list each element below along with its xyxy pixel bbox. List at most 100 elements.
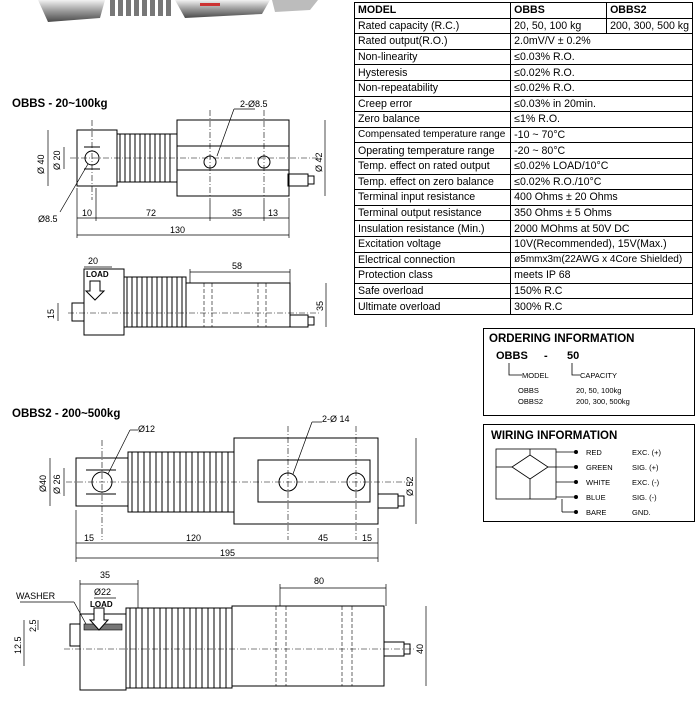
ordering-bracket-lines [508,363,580,376]
spec-label: Terminal input resistance [353,189,512,206]
spec-label: Insulation resistance (Min.) [353,220,512,237]
header-obbs: OBBS [510,2,608,19]
wire-signal: SIG. (-) [632,493,657,502]
spec-value: ≤0.02% LOAD/10°C [510,157,693,175]
spec-label: Protection class [353,267,512,284]
spec-value: 2.0mV/V ± 0.2% [510,33,693,50]
obbs2-dim-d52: Ø 52 [405,476,415,496]
obbs-hole-callout: 2-Ø8.5 [240,100,268,109]
spec-value: 150% R.C [510,282,693,300]
spec-value: ≤0.03% in 20min. [510,95,693,113]
obbs-dim-d40: Ø 40 [36,154,46,174]
spec-value: ≤0.02% R.O./10°C [510,173,693,191]
spec-value-obbs: 20, 50, 100 kg [510,17,608,35]
obbs-title: OBBS - 20~100kg [12,98,108,110]
obbs-dim-d20: Ø 20 [52,150,62,170]
table-row: Operating temperature range-20 ~ 80°C [353,142,693,159]
ordering-info-box: ORDERING INFORMATION OBBS - 50 MODEL CAP… [483,328,695,416]
wire-color: GREEN [586,463,613,472]
spec-value: ø5mmx3m(22AWG x 4Core Shielded) [510,251,693,269]
table-row: Temp. effect on rated output≤0.02% LOAD/… [353,157,693,175]
obbs-dim-13: 13 [268,208,278,218]
table-row: Rated output(R.O.)2.0mV/V ± 0.2% [353,33,693,50]
spec-label: Rated capacity (R.C.) [353,17,512,35]
spec-value: 2000 MOhms at 50V DC [510,220,693,237]
wire-signal: SIG. (+) [632,463,659,472]
ordering-model-code: OBBS [496,350,528,362]
ordering-capacity-code: 50 [567,350,580,362]
spec-label: Excitation voltage [353,235,512,253]
spec-label: Electrical connection [353,251,512,269]
table-row: Hysteresis≤0.02% R.O. [353,64,693,81]
product-photo [38,0,318,22]
obbs2-side-dim-12-5: 12.5 [13,636,23,654]
spec-header-row: MODEL OBBS OBBS2 [353,2,693,19]
ordering-title: ORDERING INFORMATION [489,333,635,345]
obbs-dim-total: 130 [170,225,185,235]
obbs2-hole-callout: 2-Ø 14 [322,414,350,424]
wire-color: BARE [586,508,607,517]
obbs2-side-dim-35: 35 [100,570,110,580]
spec-value: ≤0.02% R.O. [510,64,693,81]
obbs-dim-d42: Ø 42 [314,152,324,172]
obbs2-side-dim-80: 80 [314,576,324,586]
spec-label: Hysteresis [353,64,512,81]
header-model: MODEL [353,2,512,19]
obbs2-side-drawing: 35 80 WASHER Ø22 LOAD 2.5 12.5 40 [13,570,427,691]
spec-label: Operating temperature range [353,142,512,159]
wiring-bridge-diagram [495,448,578,514]
ordering-row-model: OBBS [518,386,539,395]
ordering-model-label: MODEL [522,371,549,380]
obbs-side-dim-20: 20 [88,256,98,266]
obbs-side-dim-35: 35 [315,301,325,311]
spec-value-obbs2: 200, 300, 500 kg [606,17,693,35]
spec-label: Zero balance [353,111,512,128]
obbs2-dim-d40: Ø40 [38,475,48,492]
spec-value: 10V(Recommended), 15V(Max.) [510,235,693,253]
wire-color: WHITE [586,478,611,487]
wire-signal: EXC. (-) [632,478,660,487]
spec-label: Rated output(R.O.) [353,33,512,50]
table-row: Zero balance≤1% R.O. [353,111,693,128]
spec-label: Temp. effect on rated output [353,157,512,175]
spec-label: Non-repeatability [353,79,512,97]
obbs-top-drawing: 2-Ø8.5 Ø 40 Ø 20 Ø 42 Ø8.5 10 72 35 13 1… [36,100,326,238]
ordering-row-model: OBBS2 [518,397,544,406]
obbs2-top-drawing: Ø12 2-Ø 14 Ø40 Ø 26 Ø 52 15 120 45 15 19… [38,414,417,562]
spec-value: -20 ~ 80°C [510,142,693,159]
table-row: Rated capacity (R.C.) 20, 50, 100 kg 200… [353,17,693,35]
spec-value: 400 Ohms ± 20 Ohms [510,189,693,206]
obbs2-dim-d12: Ø12 [138,424,155,434]
obbs2-load-label: LOAD [90,600,113,609]
obbs2-side-dim-2-5: 2.5 [28,619,38,632]
ordering-row-capacity: 200, 300, 500kg [576,397,630,406]
obbs2-side-dim-d22: Ø22 [94,587,111,597]
spec-value: meets IP 68 [510,267,693,284]
table-row: Insulation resistance (Min.)2000 MOhms a… [353,220,693,237]
spec-table: MODEL OBBS OBBS2 Rated capacity (R.C.) 2… [353,2,693,315]
obbs-dim-72: 72 [146,208,156,218]
spec-label: Terminal output resistance [353,204,512,222]
ordering-capacity-label: CAPACITY [580,371,617,380]
wiring-info-box: WIRING INFORMATION RED EXC. (+) GREEN SI… [483,424,695,522]
obbs2-side-dim-40: 40 [415,644,425,654]
obbs2-dim-total: 195 [220,548,235,558]
obbs2-dim-45: 45 [318,533,328,543]
wiring-title: WIRING INFORMATION [491,430,618,442]
obbs-side-dim-58: 58 [232,261,242,271]
wire-color: BLUE [586,493,606,502]
obbs-dim-d8-5: Ø8.5 [38,214,58,224]
wire-signal: EXC. (+) [632,448,661,457]
spec-label: Compensated temperature range [353,126,512,144]
table-row: Non-linearity≤0.03% R.O. [353,48,693,66]
obbs-dim-35: 35 [232,208,242,218]
table-row: Non-repeatability≤0.02% R.O. [353,79,693,97]
obbs2-dim-15b: 15 [362,533,372,543]
header-obbs2: OBBS2 [606,2,693,19]
spec-label: Safe overload [353,282,512,300]
